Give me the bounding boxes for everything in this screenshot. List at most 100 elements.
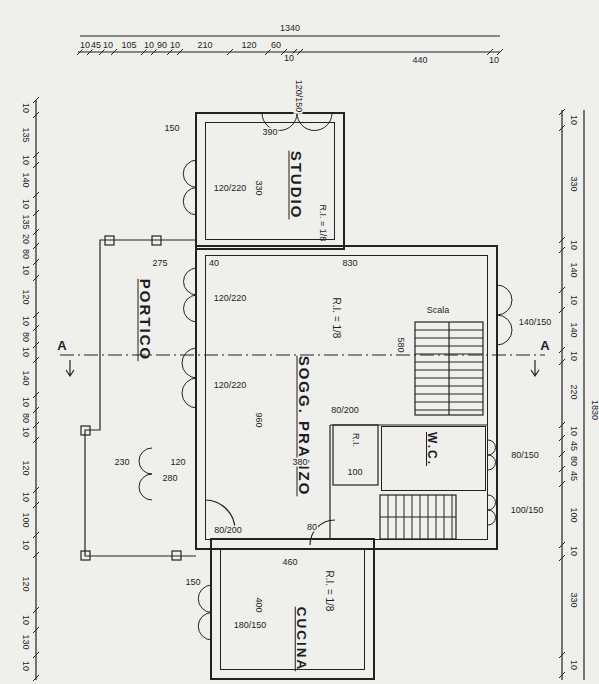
dimension-label: 100	[569, 506, 578, 523]
dimension-label: 120	[240, 41, 257, 50]
column	[105, 236, 114, 245]
closet-room	[333, 425, 378, 485]
dimension-label: 80	[21, 331, 30, 343]
dimension-label: 80/200	[330, 406, 360, 415]
dimension-label: 120	[21, 288, 30, 305]
dimension-tick	[227, 49, 233, 55]
dimension-label: 440	[411, 56, 428, 65]
stair	[415, 322, 483, 415]
dimension-label: 10	[569, 239, 578, 251]
dimension-tick	[77, 49, 83, 55]
dimension-label: 80/150	[510, 451, 540, 460]
dimension-label: 10	[21, 315, 30, 327]
dimension-line	[80, 35, 500, 36]
dimension-tick	[33, 152, 39, 158]
dimension-label: 100	[21, 511, 30, 528]
dimension-tick	[559, 125, 565, 131]
dimension-tick	[141, 49, 147, 55]
dimension-label: 120	[21, 459, 30, 476]
dimension-tick	[33, 607, 39, 613]
section-arrow	[66, 360, 74, 376]
stair-tread	[415, 394, 483, 395]
dimension-tick	[33, 275, 39, 281]
dimension-label: 330	[569, 591, 578, 608]
dimension-tick	[33, 422, 39, 428]
dimension-label: 330	[569, 175, 578, 192]
dimension-tick	[33, 210, 39, 216]
dimension-tick	[33, 532, 39, 538]
dimension-label: 10	[102, 41, 114, 50]
dimension-tick	[559, 347, 565, 353]
dimension-tick	[559, 652, 565, 658]
dimension-tick	[33, 192, 39, 198]
dimension-label: 10	[169, 41, 181, 50]
stair-tread	[415, 330, 483, 331]
dimension-label: 400	[254, 596, 263, 613]
window-swing	[183, 160, 197, 215]
stair-tread	[396, 495, 397, 539]
dimension-label: 120/220	[213, 294, 248, 303]
dimension-tick	[559, 466, 565, 472]
stair-tread	[415, 386, 483, 387]
window-swing	[488, 495, 496, 525]
dimension-label: 45	[569, 470, 578, 482]
dimension-tick	[33, 437, 39, 443]
dimension-label: 100	[346, 468, 363, 477]
dimension-tick	[33, 675, 39, 681]
dimension-label: 1830	[590, 399, 599, 421]
dimension-label: 280	[161, 474, 178, 483]
dimension-tick	[559, 287, 565, 293]
window-swing	[497, 285, 512, 345]
ratio-note: R.I. = 1/8	[318, 205, 327, 242]
dimension-tick	[151, 49, 157, 55]
dimension-tick	[33, 243, 39, 249]
window-swing	[182, 348, 197, 408]
dimension-tick	[559, 542, 565, 548]
dimension-label: 80	[21, 248, 30, 260]
dimension-label: 10	[21, 660, 30, 672]
dimension-label: 10	[569, 294, 578, 306]
dimension-label: 20	[21, 233, 30, 245]
dimension-line	[35, 100, 36, 680]
dimension-label: 80	[306, 523, 318, 532]
dimension-tick	[111, 49, 117, 55]
dimension-label: 380	[291, 458, 308, 467]
dimension-label: 120/220	[213, 184, 248, 193]
dimension-label: 10	[21, 491, 30, 503]
stair-tread	[415, 410, 483, 411]
dimension-tick	[177, 49, 183, 55]
dimension-label: 10	[21, 154, 30, 166]
dimension-tick	[99, 49, 105, 55]
wall	[196, 113, 344, 249]
stair-tread	[436, 495, 437, 539]
stair-tread	[388, 495, 389, 539]
dimension-label: 90	[156, 41, 168, 50]
dimension-label: 150	[184, 578, 201, 587]
stair-tread	[444, 495, 445, 539]
room-name: PORTICO	[138, 279, 153, 361]
dimension-label: 80	[569, 455, 578, 467]
dimension-label: 45	[569, 440, 578, 452]
column	[172, 551, 181, 560]
room: STUDIO R.I. = 1/8	[205, 122, 335, 240]
dimension-label: Scala	[426, 306, 451, 315]
dimension-tick	[33, 97, 39, 103]
dimension-tick	[497, 49, 503, 55]
dimension-label: 140	[569, 321, 578, 338]
dimension-label: 10	[21, 539, 30, 551]
room-name: STUDIO	[289, 151, 304, 220]
dimension-label: 180/150	[233, 621, 268, 630]
dimension-tick	[33, 342, 39, 348]
dimension-tick	[167, 49, 173, 55]
dimension-label: 140/150	[518, 318, 553, 327]
column	[81, 426, 90, 435]
stair-tread	[420, 495, 421, 539]
dimension-tick	[559, 481, 565, 487]
dimension-tick	[33, 259, 39, 265]
dimension-label: 120/220	[213, 381, 248, 390]
dimension-label: 10	[569, 114, 578, 126]
dimension-label: 140	[569, 261, 578, 278]
dimension-tick	[33, 162, 39, 168]
stair	[380, 495, 456, 539]
dimension-label: 45	[90, 41, 102, 50]
